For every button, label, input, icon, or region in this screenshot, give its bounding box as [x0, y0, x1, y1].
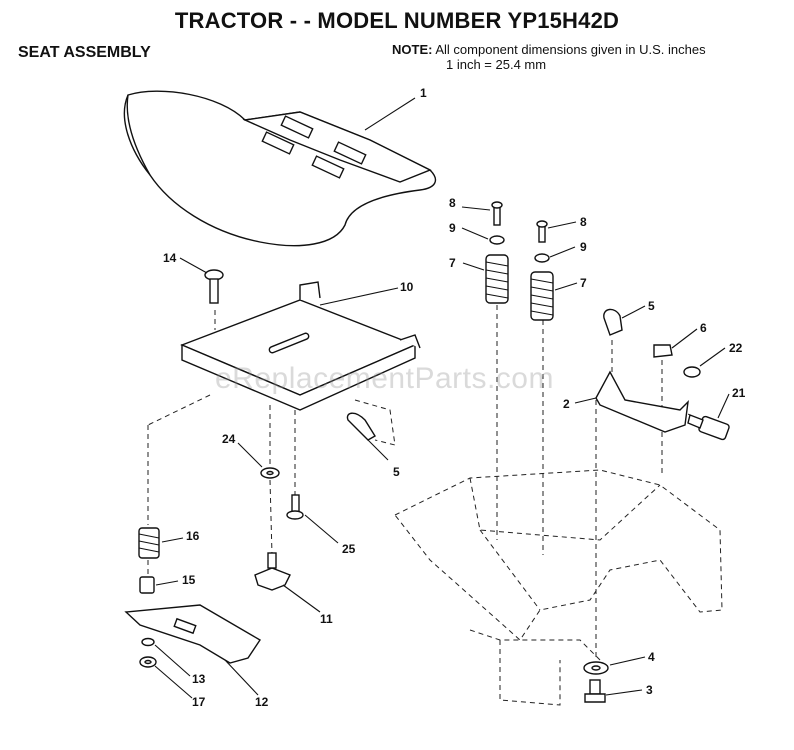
- callout-8-left: 8: [449, 196, 456, 210]
- callout-1: 1: [420, 86, 427, 100]
- part-bolt-14: [204, 269, 224, 304]
- part-spring-16: [138, 527, 160, 559]
- part-bolt-3: [584, 679, 606, 703]
- callout-25: 25: [342, 542, 356, 556]
- callout-6: 6: [700, 321, 707, 335]
- part-bushing-15: [139, 576, 155, 594]
- part-spring-7b: [530, 271, 554, 321]
- callout-11: 11: [320, 612, 333, 626]
- part-switch-5b: [603, 308, 623, 336]
- callout-9-left: 9: [449, 221, 456, 235]
- tractor-frame: [394, 469, 723, 706]
- note-label: NOTE:: [392, 42, 433, 57]
- callout-2: 2: [563, 397, 570, 411]
- callout-22: 22: [729, 341, 743, 355]
- part-nut-6: [653, 344, 673, 358]
- part-washer-24: [260, 467, 280, 479]
- assembly-lines: [147, 305, 701, 660]
- callout-4: 4: [648, 650, 655, 664]
- part-nut-17: [139, 656, 157, 668]
- watermark: eReplacementParts.com: [215, 362, 554, 395]
- callout-17: 17: [192, 695, 206, 709]
- callout-13: 13: [192, 672, 206, 686]
- part-switch-5a: [346, 412, 376, 441]
- callout-8-right: 8: [580, 215, 587, 229]
- dimension-note: NOTE: All component dimensions given in …: [392, 42, 706, 72]
- callout-10: 10: [400, 280, 414, 294]
- callout-7-right: 7: [580, 276, 587, 290]
- part-seat-pan: [180, 281, 421, 411]
- callout-16: 16: [186, 529, 200, 543]
- leader-lines: [154, 97, 730, 699]
- callout-12: 12: [255, 695, 269, 709]
- part-washer-22: [683, 366, 701, 378]
- part-knob-11: [254, 552, 291, 591]
- part-seat: [123, 90, 437, 247]
- callout-9-right: 9: [580, 240, 587, 254]
- callout-labels: 1 14 10 24 5 25 16 15 11 13 17 12 8 9 7 …: [163, 86, 746, 709]
- callout-21: 21: [732, 386, 746, 400]
- callout-15: 15: [182, 573, 196, 587]
- part-screw-8b: [536, 220, 548, 243]
- callout-3: 3: [646, 683, 653, 697]
- diagram-title: TRACTOR - - MODEL NUMBER YP15H42D: [174, 8, 620, 33]
- callout-24: 24: [222, 432, 236, 446]
- note-line-2: 1 inch = 25.4 mm: [446, 57, 547, 72]
- callout-14: 14: [163, 251, 177, 265]
- part-bolt-25: [286, 494, 304, 520]
- note-line-1: All component dimensions given in U.S. i…: [435, 42, 706, 57]
- part-washer-4: [583, 661, 609, 675]
- callout-5-right: 5: [648, 299, 655, 313]
- part-washer-13: [141, 637, 155, 647]
- part-screw-8a: [491, 201, 503, 226]
- callout-7-left: 7: [449, 256, 456, 270]
- part-plate-12: [124, 604, 261, 664]
- part-spring-7a: [485, 254, 509, 304]
- callout-5-left: 5: [393, 465, 400, 479]
- part-washer-9b: [534, 253, 550, 263]
- part-bolt-21: [687, 414, 730, 441]
- section-title: SEAT ASSEMBLY: [18, 44, 151, 61]
- part-bracket-2: [595, 370, 689, 433]
- part-washer-9a: [489, 235, 505, 245]
